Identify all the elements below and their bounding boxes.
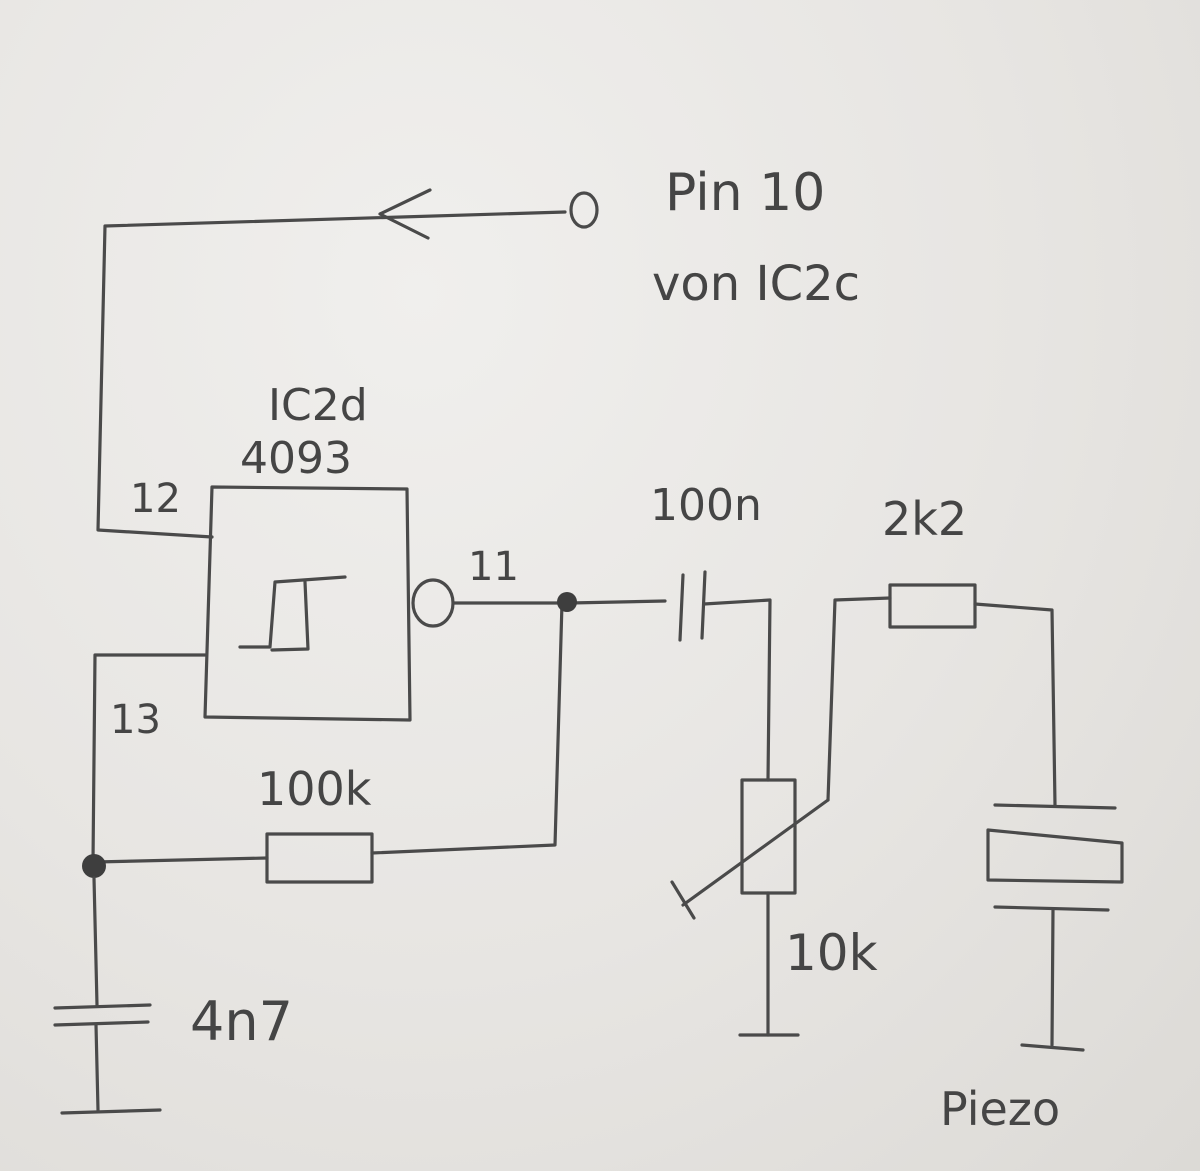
wire-pin13 (91, 653, 207, 864)
label-pin-13: 13 (110, 697, 161, 743)
label-potentiometer: 10k (785, 924, 878, 982)
label-piezo: Piezo (940, 1082, 1060, 1136)
junction-output (557, 592, 577, 612)
junction-timing (82, 854, 106, 878)
resistor-100k (265, 832, 374, 884)
label-input-source: von IC2c (652, 256, 860, 312)
wire-wiper (826, 596, 892, 802)
wire-resistor-to-junction (93, 856, 269, 864)
label-cap-coupling: 100n (650, 480, 762, 531)
resistor-2k2 (888, 583, 1057, 807)
label-cap-timing: 4n7 (190, 990, 293, 1053)
wire-pin10-to-pin12 (96, 210, 567, 539)
label-resistor-series: 2k2 (882, 492, 967, 546)
schmitt-trigger-icon (238, 575, 347, 652)
arrow-icon (378, 188, 432, 240)
input-terminal (569, 191, 599, 229)
capacitor-4n7 (53, 876, 162, 1115)
label-ic-name: IC2d (268, 380, 368, 431)
piezo-icon (986, 803, 1124, 1052)
potentiometer-10k (670, 778, 830, 1037)
label-pin-12: 12 (130, 476, 181, 522)
label-input-pin: Pin 10 (665, 163, 825, 223)
label-resistor-feedback: 100k (257, 762, 372, 816)
wire-output (370, 599, 667, 855)
label-ic-type: 4093 (240, 433, 352, 484)
inverter-bubble (411, 578, 455, 628)
label-pin-11: 11 (468, 544, 519, 590)
capacitor-100n (678, 570, 772, 782)
ic-body (203, 485, 412, 722)
